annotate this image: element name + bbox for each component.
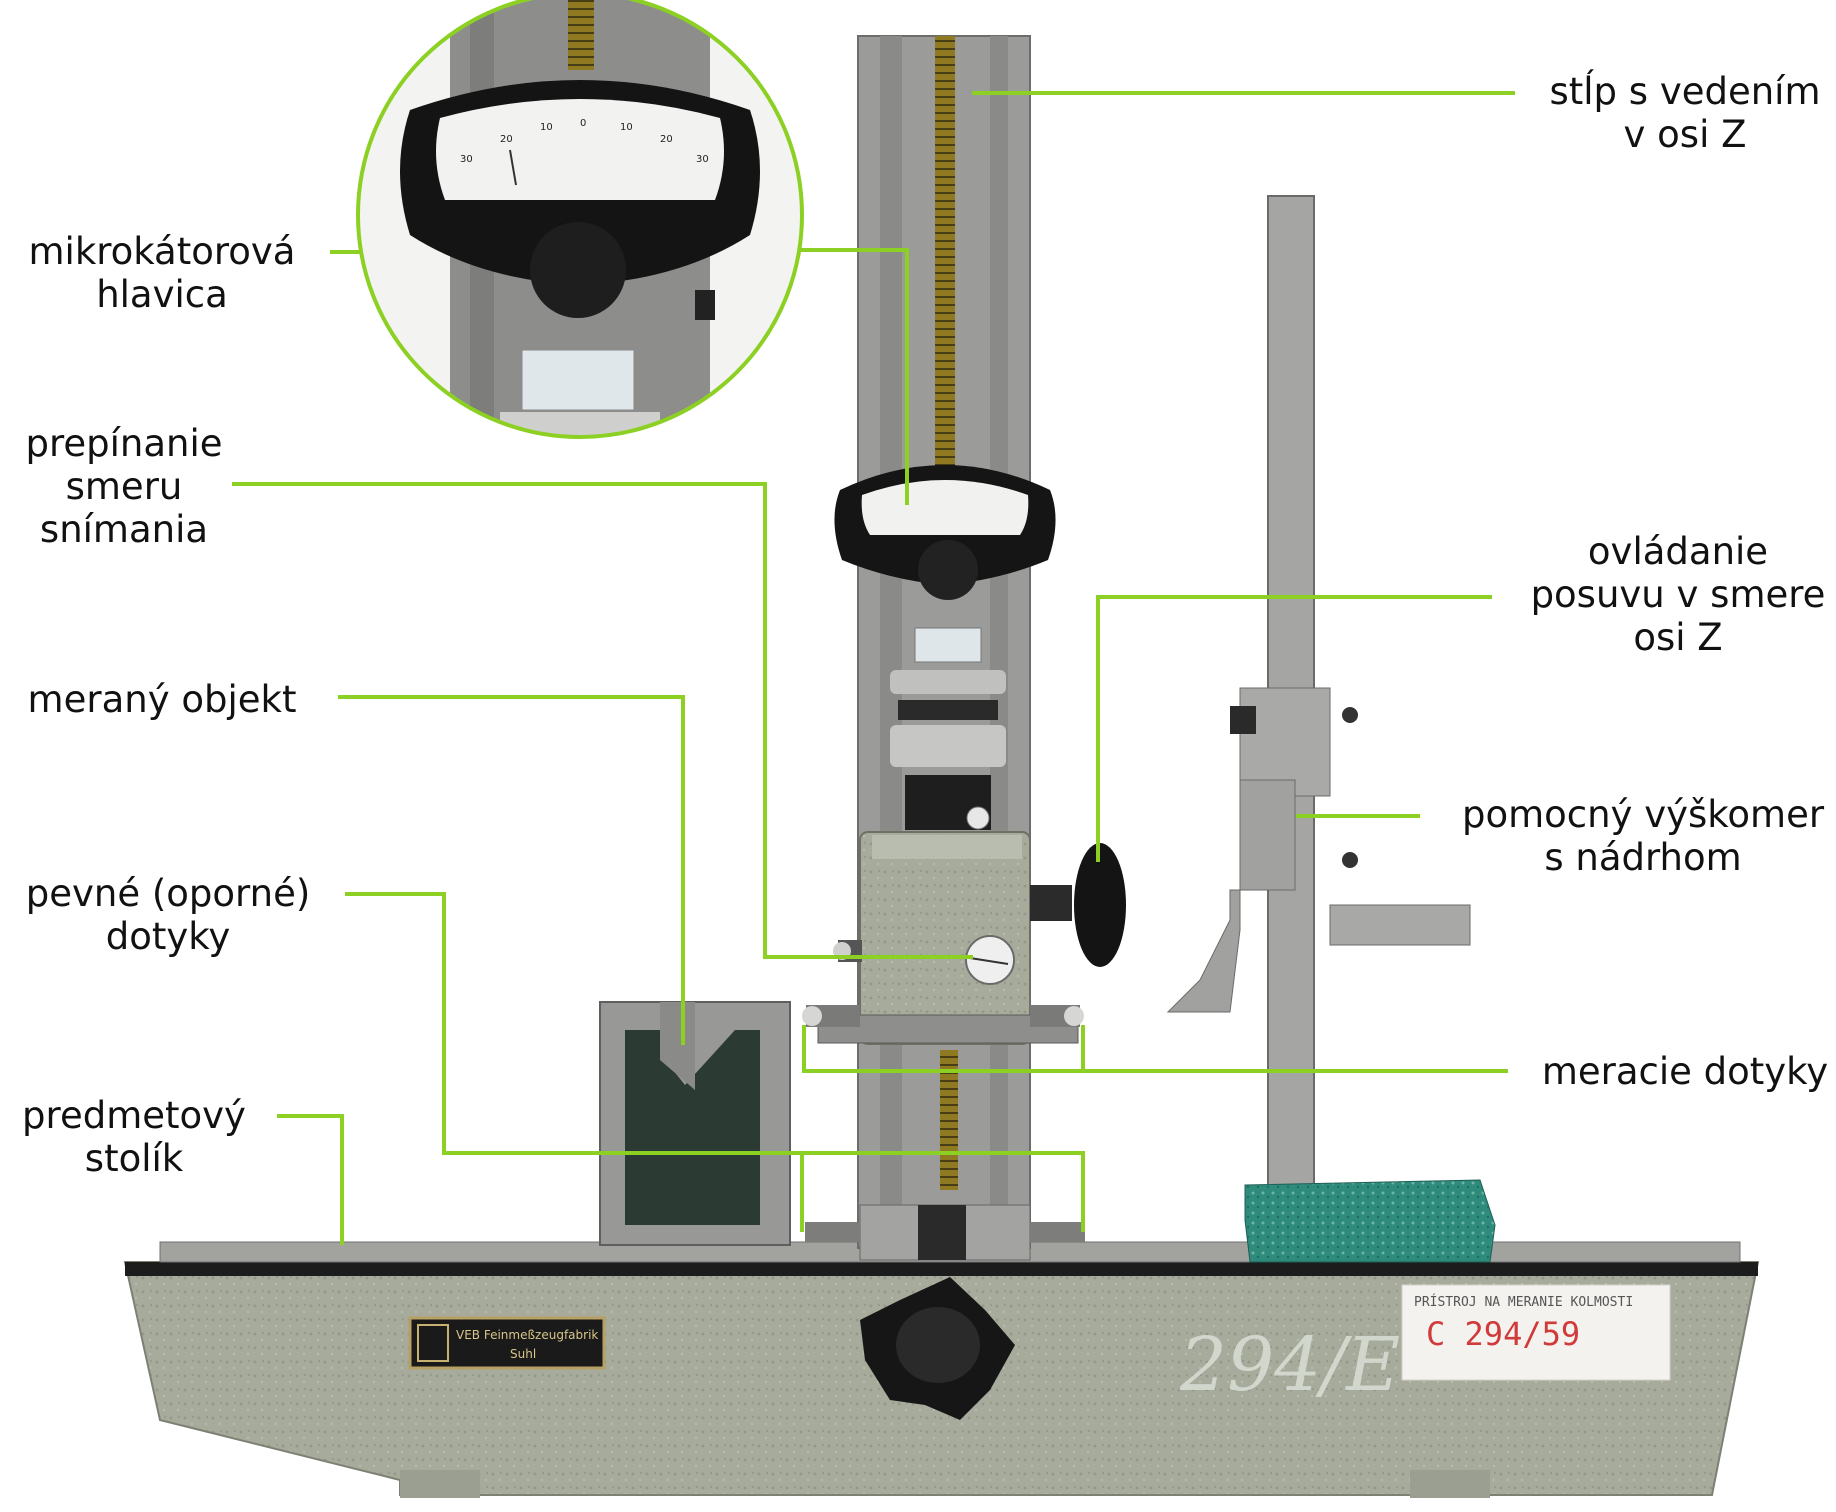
height-gauge-stand [1244, 1179, 1496, 1263]
leader-head-inner [800, 248, 909, 505]
leader-fixed [345, 892, 1085, 1232]
dial-tick-label: 20 [500, 134, 513, 145]
nameplate: VEB Feinmeßzeugfabrik Suhl [408, 1316, 606, 1370]
label-gauge-line2: s nádrhom [1544, 836, 1742, 879]
height-gauge [1166, 195, 1471, 1197]
leader-object [338, 695, 685, 1045]
base-star-knob [860, 1277, 1015, 1420]
fixed-contacts-block [805, 1204, 1085, 1261]
label-column: stĺp s vedením v osi Z [1549, 70, 1820, 156]
label-gauge-line1: pomocný výškomer [1461, 793, 1825, 836]
label-gauge: pomocný výškomer s nádrhom [1462, 793, 1824, 879]
sticker-line2: C 294/59 [1426, 1315, 1580, 1353]
label-table-line2: stolík [84, 1137, 184, 1180]
nameplate-line2: Suhl [510, 1347, 536, 1361]
dial-tick-label: 0 [580, 118, 586, 129]
dial-tick-label: 10 [540, 122, 553, 133]
dial-scale: 30 20 10 0 10 20 30 [460, 118, 709, 165]
label-column-line1: stĺp s vedením [1549, 70, 1821, 113]
label-switch-line3: snímania [39, 508, 209, 551]
label-head: mikrokátorová hlavica [29, 230, 296, 316]
label-zfeed-line1: ovládanie [1587, 530, 1769, 573]
chalk-mark: 294/E [1179, 1322, 1400, 1408]
label-object-line1: meraný objekt [27, 678, 297, 721]
nameplate-line1: VEB Feinmeßzeugfabrik [456, 1328, 598, 1342]
leader-zfeed [1096, 595, 1492, 862]
label-fixed: pevné (oporné) dotyky [26, 872, 311, 958]
label-switch: prepínanie smeru snímania [25, 422, 222, 551]
label-zfeed: ovládanie posuvu v smere osi Z [1531, 530, 1826, 659]
label-table: predmetový stolík [22, 1094, 246, 1180]
dial-tick-label: 30 [460, 154, 473, 165]
leader-table [277, 1114, 344, 1245]
label-fixed-line2: dotyky [105, 915, 231, 958]
z-feed-handle [1030, 843, 1126, 967]
dial-head [834, 465, 1056, 830]
v-block [599, 1001, 791, 1246]
label-zfeed-line3: osi Z [1633, 616, 1723, 659]
sticker-line1: PRÍSTROJ NA MERANIE KOLMOSTI [1414, 1294, 1633, 1310]
label-zfeed-line2: posuvu v smere [1530, 573, 1826, 616]
dial-tick-label: 30 [696, 154, 709, 165]
label-column-line2: v osi Z [1623, 113, 1747, 156]
label-fixed-line1: pevné (oporné) [25, 872, 311, 915]
label-probes: meracie dotyky [1542, 1050, 1828, 1093]
label-head-line1: mikrokátorová [28, 230, 296, 273]
label-head-line2: hlavica [96, 273, 228, 316]
label-switch-line1: prepínanie [25, 422, 223, 465]
leader-switch [232, 482, 973, 959]
dial-tick-label: 20 [660, 134, 673, 145]
label-switch-line2: smeru [65, 465, 183, 508]
label-probes-line1: meracie dotyky [1541, 1050, 1829, 1093]
label-object: meraný objekt [28, 678, 297, 721]
leader-lines [232, 91, 1515, 1245]
dial-tick-label: 10 [620, 122, 633, 133]
leader-probes [802, 1025, 1508, 1073]
sticker-label: PRÍSTROJ NA MERANIE KOLMOSTI C 294/59 [1401, 1284, 1671, 1381]
label-table-line1: predmetový [22, 1094, 246, 1137]
magnifier-inset: 30 20 10 0 10 20 30 [356, 0, 804, 439]
